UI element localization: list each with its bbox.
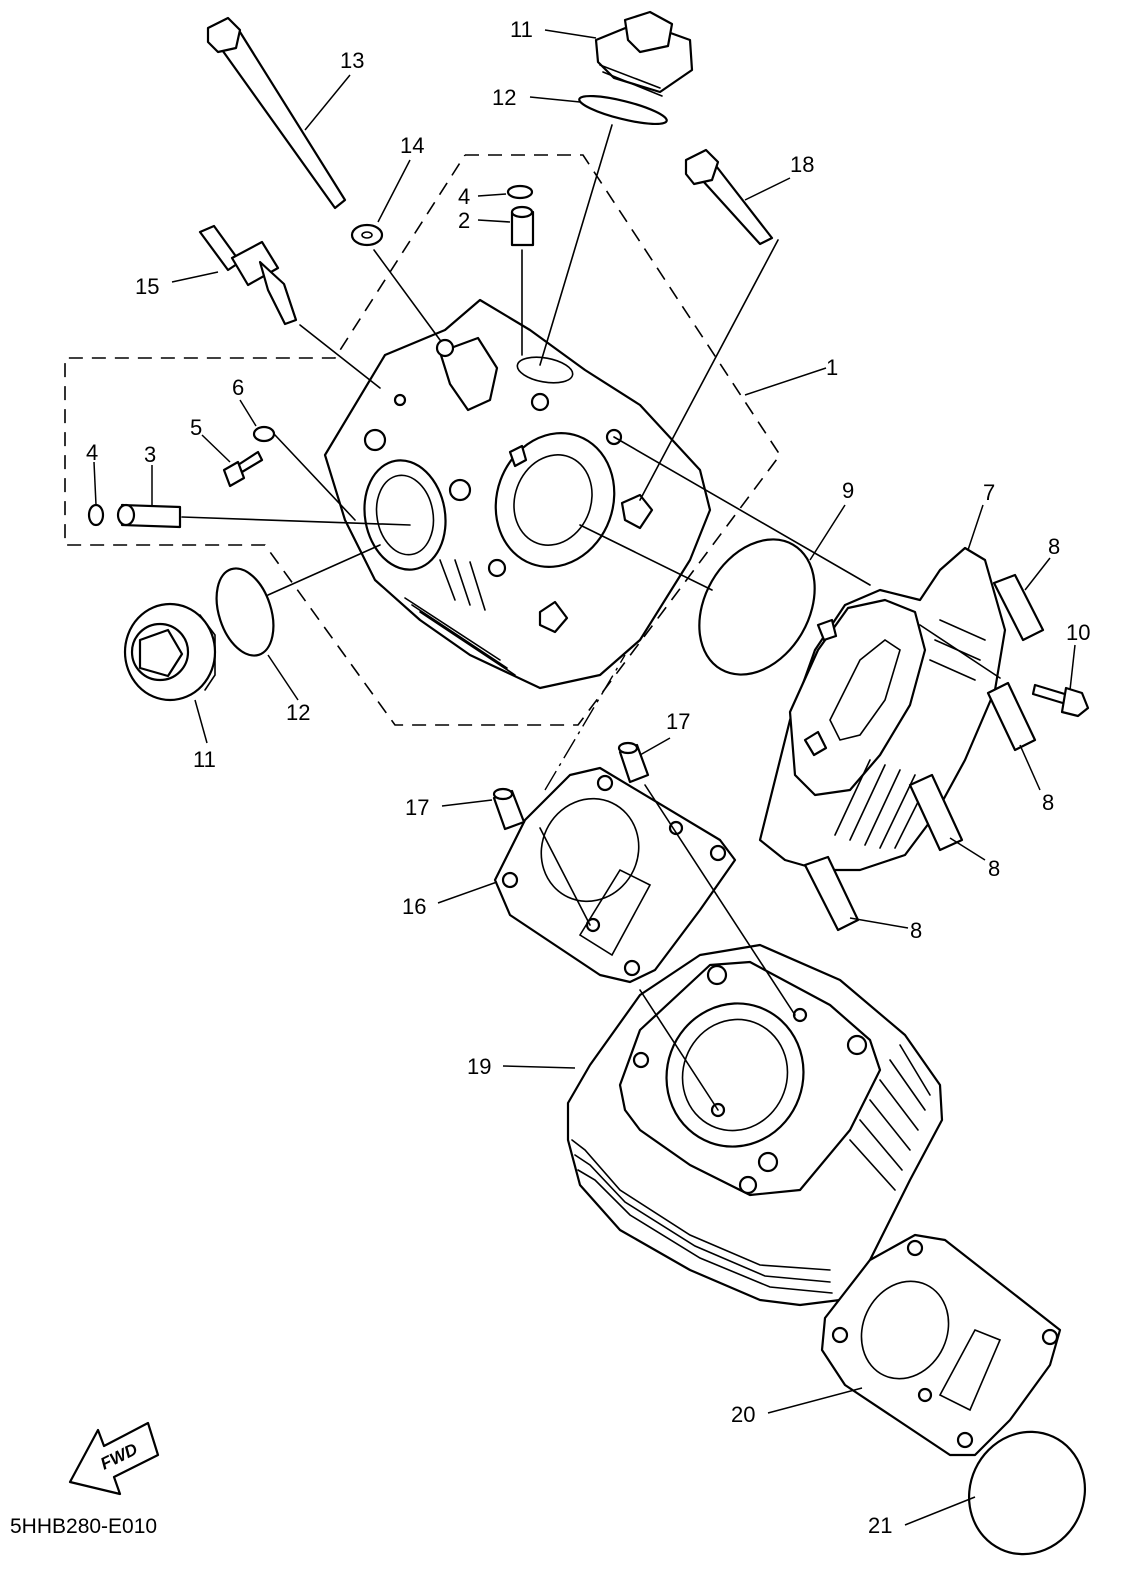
label-part-6: 6 (232, 375, 244, 400)
label-part-5: 5 (190, 415, 202, 440)
alignment-lines (181, 124, 1001, 1111)
label-part-17-upper: 17 (666, 709, 690, 734)
dowel-pin-17-upper (617, 741, 650, 784)
damper-8-c (908, 773, 964, 852)
label-part-16: 16 (402, 894, 426, 919)
o-ring-9 (698, 538, 816, 676)
label-part-1: 1 (826, 355, 838, 380)
label-part-8-c: 8 (988, 856, 1000, 881)
label-part-3: 3 (144, 442, 156, 467)
label-part-2: 2 (458, 208, 470, 233)
spark-plug-15 (198, 224, 298, 326)
label-part-20: 20 (731, 1402, 755, 1427)
washer-14 (350, 223, 384, 247)
circlip-4-upper (506, 184, 534, 200)
label-part-12-top: 12 (492, 85, 516, 110)
o-ring-21 (967, 1430, 1087, 1556)
part-number-labels: 1 2 3 4 4 5 6 7 8 8 8 8 9 10 11 11 12 12… (86, 17, 1090, 1538)
collar-3 (116, 503, 182, 529)
label-part-7: 7 (983, 480, 995, 505)
label-part-4-left: 4 (86, 440, 98, 465)
cylinder-7 (758, 546, 1007, 872)
bolt-10 (1031, 683, 1090, 718)
cap-11-left (123, 602, 217, 702)
label-part-8-b: 8 (1042, 790, 1054, 815)
label-part-18: 18 (790, 152, 814, 177)
label-part-21: 21 (868, 1513, 892, 1538)
label-part-13: 13 (340, 48, 364, 73)
damper-8-a (992, 573, 1045, 642)
diagram-code: 5HHB280-E010 (10, 1515, 157, 1538)
label-part-17-lower: 17 (405, 795, 429, 820)
cylinder-base-gasket (820, 1233, 1062, 1457)
washer-6 (252, 425, 276, 443)
label-part-11-left: 11 (193, 747, 216, 772)
forward-arrow-icon: FWD (68, 1421, 160, 1496)
cylinder-head-gasket (493, 766, 737, 984)
o-ring-12-top (578, 94, 668, 126)
leader-lines (93, 29, 1076, 1526)
label-part-14: 14 (400, 133, 424, 158)
collar-2 (510, 205, 535, 247)
cylinder-head (323, 298, 712, 690)
label-part-8-d: 8 (910, 918, 922, 943)
cylinder-head-assembly-boundary (64, 154, 781, 726)
bolt-13 (206, 16, 347, 210)
label-part-19: 19 (467, 1054, 491, 1079)
damper-8-b (986, 681, 1037, 752)
label-part-15: 15 (135, 274, 159, 299)
label-part-11-top: 11 (510, 17, 533, 42)
bolt-5 (222, 450, 264, 488)
cylinder (566, 943, 944, 1307)
label-part-12-left: 12 (286, 700, 310, 725)
label-part-9: 9 (842, 478, 854, 503)
label-part-8-a: 8 (1048, 534, 1060, 559)
bolt-18 (684, 148, 774, 246)
dowel-pin-17-lower (492, 787, 526, 831)
o-ring-12-left (215, 567, 275, 657)
cap-11-top (594, 10, 694, 97)
circlip-4-left (87, 503, 105, 527)
label-part-10: 10 (1066, 620, 1090, 645)
label-part-4-upper: 4 (458, 184, 470, 209)
